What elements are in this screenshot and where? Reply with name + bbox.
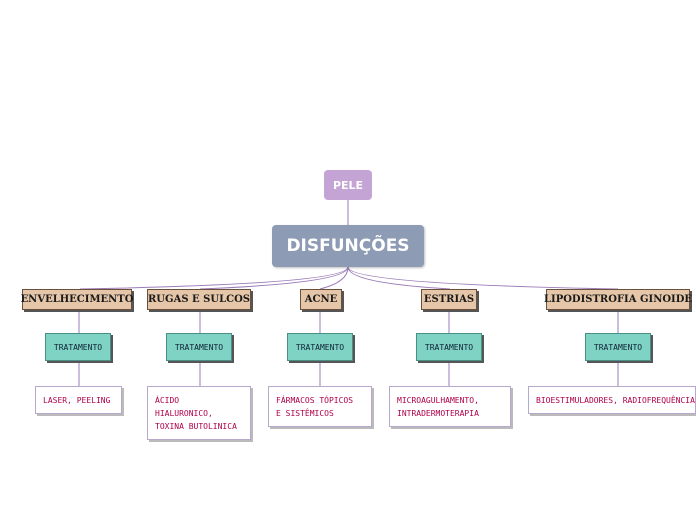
- leaf-node-acne[interactable]: FÁRMACOS TÓPICOS E SISTÊMICOS: [268, 386, 372, 427]
- topic-node-lipodistrofia-ginoide[interactable]: LIPODISTROFIA GINOIDE: [544, 289, 692, 310]
- topic-node-rugas-sulcos[interactable]: RUGAS E SULCOS: [147, 289, 251, 310]
- treatment-node-lipodistrofia-ginoide[interactable]: TRATAMENTO: [585, 333, 651, 361]
- treatment-node-estrias[interactable]: TRATAMENTO: [416, 333, 482, 361]
- topic-node-estrias[interactable]: ESTRIAS: [421, 289, 477, 310]
- treatment-node-rugas-sulcos[interactable]: TRATAMENTO: [166, 333, 232, 361]
- central-node-disfuncoes[interactable]: DISFUNÇÕES: [272, 225, 424, 267]
- leaf-node-estrias[interactable]: MICROAGULHAMENTO, INTRADERMOTERAPIA: [389, 386, 511, 427]
- connector-center-rugas: [199, 266, 349, 290]
- treatment-node-acne[interactable]: TRATAMENTO: [287, 333, 353, 361]
- connector-center-estrias: [347, 266, 451, 290]
- connector-center-envelhecimento: [79, 266, 349, 290]
- leaf-node-lipodistrofia-ginoide[interactable]: BIOESTIMULADORES, RADIOFREQUÊNCIA: [528, 386, 696, 414]
- connector-center-acne: [319, 266, 349, 290]
- leaf-node-envelhecimento[interactable]: LASER, PEELING: [35, 386, 122, 414]
- root-node-pele[interactable]: PELE: [324, 170, 372, 200]
- topic-node-envelhecimento[interactable]: ENVELHECIMENTO: [21, 289, 133, 310]
- treatment-node-envelhecimento[interactable]: TRATAMENTO: [45, 333, 111, 361]
- connector-center-lipodistrofia: [347, 266, 619, 290]
- topic-node-acne[interactable]: ACNE: [300, 289, 342, 310]
- leaf-node-rugas-sulcos[interactable]: ÁCIDO HIALURONICO, TOXINA BUTOLINICA: [147, 386, 251, 440]
